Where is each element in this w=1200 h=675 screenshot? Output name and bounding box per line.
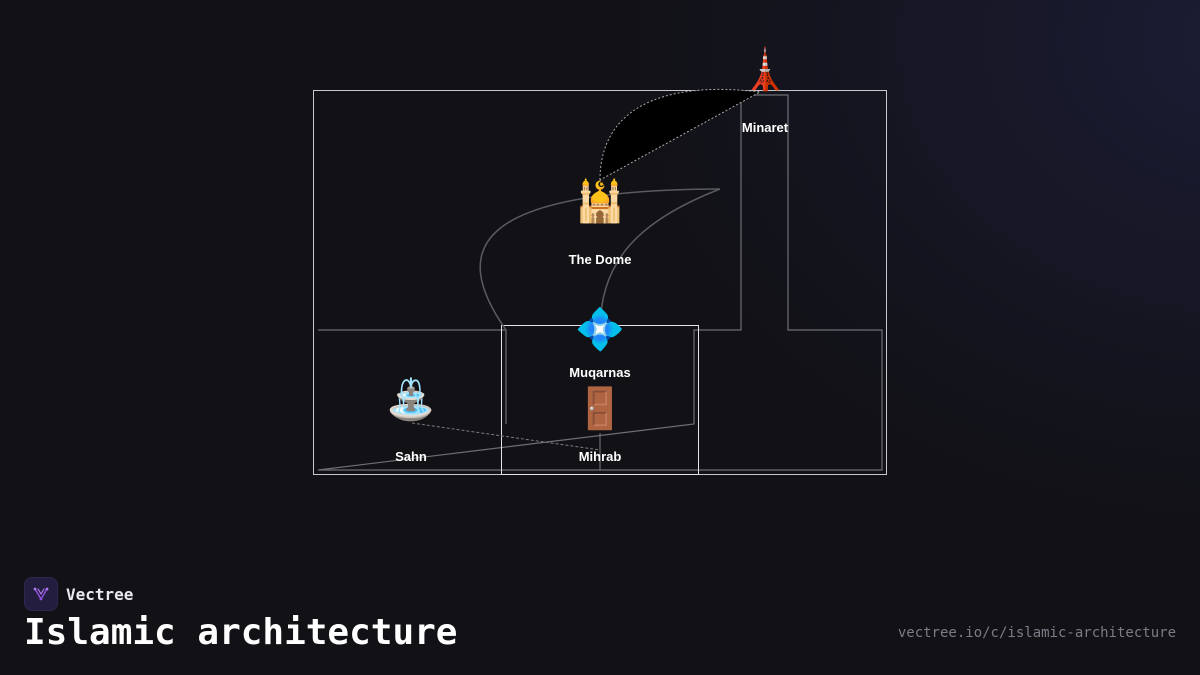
brand-name: Vectree: [66, 584, 134, 604]
muqarnas-label: Muqarnas: [569, 365, 631, 380]
diamond-with-dot-icon: 💠: [575, 307, 625, 353]
mihrab-label: Mihrab: [578, 449, 622, 464]
fountain-icon: ⛲: [386, 377, 436, 423]
sahn-label: Sahn: [395, 449, 427, 464]
node-mihrab: 🚪 Mihrab: [540, 385, 660, 465]
connector-dome-minaret: [599, 88, 762, 181]
connector-sahn-mihrab: [411, 422, 601, 451]
node-sahn: ⛲ Sahn: [351, 376, 471, 465]
node-muqarnas: 💠 Muqarnas: [540, 306, 660, 381]
mosque-icon: 🕌: [575, 179, 625, 225]
minaret-icon: 🗼: [740, 47, 790, 93]
vectree-logo-mark: [33, 587, 49, 601]
door-icon: 🚪: [575, 386, 625, 432]
page-title: Islamic architecture: [24, 612, 458, 653]
minaret-label: Minaret: [741, 120, 789, 135]
connector-muqarnas-dome-right: [599, 188, 721, 331]
node-minaret: 🗼 Minaret: [705, 46, 825, 136]
dome-label: The Dome: [568, 252, 632, 267]
node-dome: 🕌 The Dome: [540, 178, 660, 268]
connector-muqarnas-dome-left: [479, 188, 721, 331]
brand[interactable]: Vectree: [24, 577, 133, 611]
page-url-link[interactable]: vectree.io/c/islamic-architecture: [897, 625, 1176, 641]
vectree-logo-icon: [24, 577, 58, 611]
